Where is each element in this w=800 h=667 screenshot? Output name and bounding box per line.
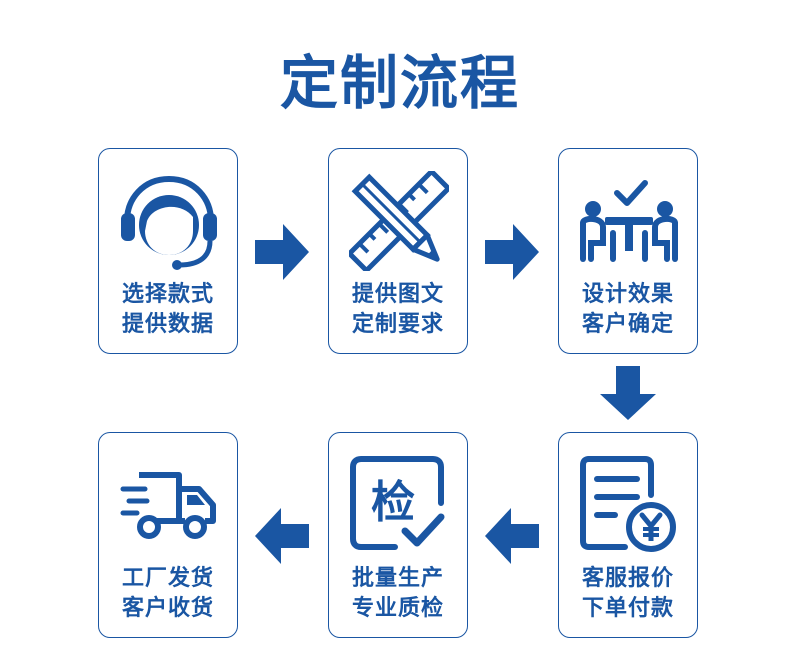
arrow-left-icon (255, 508, 309, 564)
inspect-badge-text: 检 (371, 477, 415, 528)
inspection-icon: 检 (350, 456, 445, 550)
step-label: 工厂发货 客户收货 (121, 566, 214, 621)
invoice-yen-icon (580, 456, 676, 552)
step-card-1: 选择款式 提供数据 (98, 148, 238, 354)
step-label: 提供图文 定制要求 (351, 282, 444, 337)
arrow-down-icon (600, 366, 656, 420)
step-label: 选择款式 提供数据 (121, 282, 214, 337)
page-title: 定制流程 (279, 49, 520, 117)
arrow-right-icon (255, 224, 309, 280)
arrow-left-icon (485, 508, 539, 564)
headset-icon (121, 176, 217, 270)
arrow-right-icon (485, 224, 539, 280)
step-card-3: 设计效果 客户确定 (558, 148, 698, 354)
step-card-2: 提供图文 定制要求 (328, 148, 468, 354)
step-card-6: 工厂发货 客户收货 (98, 432, 238, 638)
step-label: 批量生产 专业质检 (351, 566, 444, 621)
ruler-pencil-icon (349, 171, 449, 271)
meeting-check-icon (580, 180, 678, 262)
delivery-truck-icon (120, 472, 216, 539)
step-card-4: 客服报价 下单付款 (558, 432, 698, 638)
step-card-5: 检 批量生产 专业质检 (328, 432, 468, 638)
step-label: 设计效果 客户确定 (581, 282, 674, 337)
step-label: 客服报价 下单付款 (581, 566, 674, 621)
